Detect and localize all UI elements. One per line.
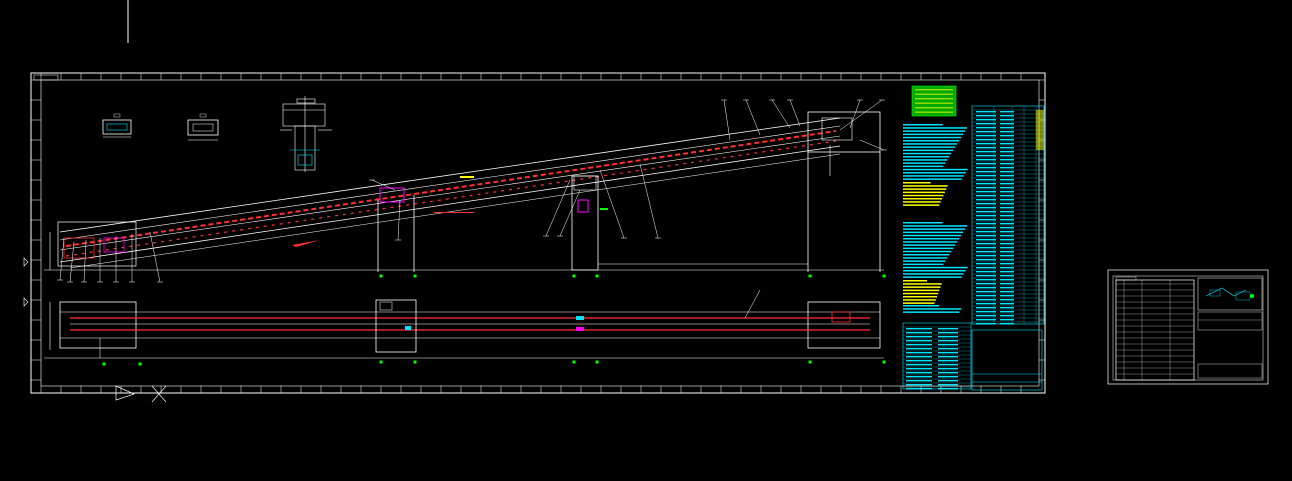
north-arrow-symbol bbox=[100, 385, 167, 403]
detail-view-1 bbox=[102, 113, 132, 138]
conveyor-belt-top bbox=[65, 130, 837, 247]
conveyor-plan-view bbox=[44, 289, 884, 359]
axis-markers bbox=[102, 274, 886, 366]
conveyor-elevation-view bbox=[44, 111, 884, 272]
specification-table bbox=[971, 105, 1045, 325]
title-block bbox=[971, 329, 1043, 391]
main-drawing-sheet bbox=[30, 72, 1046, 394]
sheet-border-ticks bbox=[31, 73, 1045, 393]
detail-section-tower bbox=[280, 96, 332, 172]
parts-list-table bbox=[902, 322, 972, 390]
annotation-leaders bbox=[57, 99, 887, 283]
conveyor-belt-return bbox=[65, 140, 837, 257]
left-dimension-marks bbox=[23, 232, 51, 350]
green-legend-box bbox=[911, 85, 957, 117]
sheet-label-box bbox=[33, 74, 59, 81]
technical-notes-text bbox=[903, 124, 968, 313]
secondary-drawing-sheet bbox=[1107, 269, 1269, 385]
detail-view-2 bbox=[187, 113, 219, 141]
